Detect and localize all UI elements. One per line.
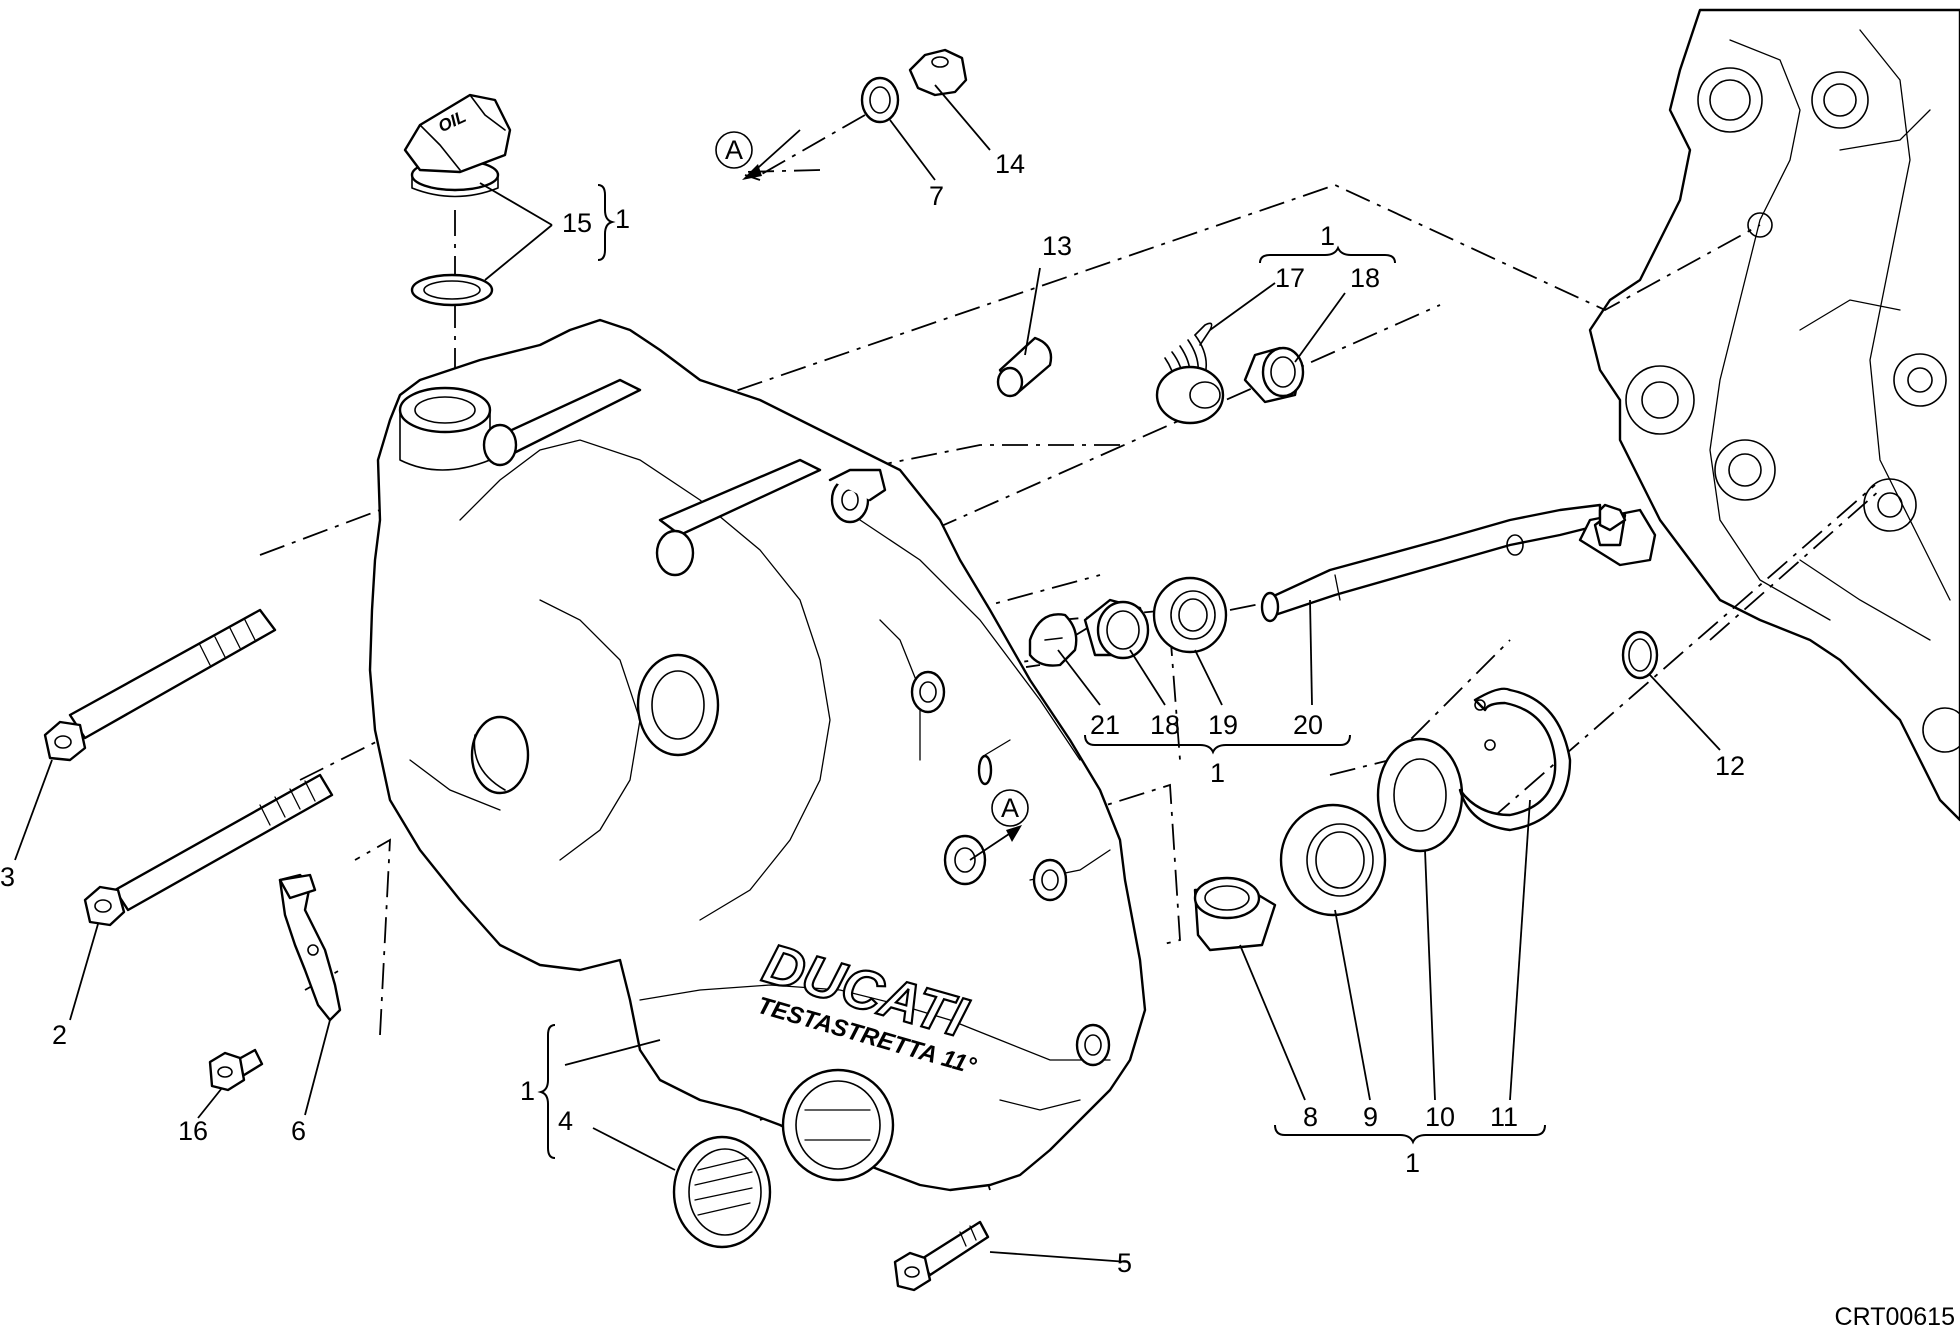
circlip (1458, 687, 1572, 832)
needle-bearing-lower (1083, 598, 1150, 660)
callout-2: 2 (52, 1020, 67, 1050)
callout-14: 14 (995, 149, 1025, 179)
reference-marker-a-top: A (715, 129, 801, 180)
o-ring (1621, 630, 1659, 680)
callout-18-upper: 18 (1350, 263, 1380, 293)
callout-labels: 1 1 1 1 1 2 3 4 5 6 7 8 9 10 11 12 13 14… (0, 149, 1745, 1278)
bolt-long-2 (83, 773, 334, 927)
bolt-short-16 (208, 1048, 264, 1092)
callout-13: 13 (1042, 231, 1072, 261)
bolt-long-3 (43, 608, 277, 762)
reference-marker-a-top-label: A (725, 135, 743, 165)
plug-and-washer (860, 48, 968, 124)
callout-18-lower: 18 (1150, 710, 1180, 740)
callout-11: 11 (1490, 1102, 1518, 1132)
dowel-bushing (996, 336, 1053, 398)
inspection-cap (672, 1135, 772, 1249)
callout-7: 7 (929, 181, 944, 211)
callout-20: 20 (1293, 710, 1323, 740)
clutch-shaft (1260, 503, 1657, 623)
callout-1d: 1 (1405, 1148, 1420, 1178)
callout-3: 3 (0, 862, 15, 892)
callout-1b: 1 (1320, 221, 1335, 251)
callout-1c: 1 (1210, 758, 1225, 788)
callout-9: 9 (1363, 1102, 1378, 1132)
thrust-washer (1376, 737, 1464, 853)
callout-5: 5 (1117, 1248, 1132, 1278)
callout-21: 21 (1090, 710, 1120, 740)
oil-filler-cap: OIL (403, 93, 512, 307)
callout-15: 15 (562, 208, 592, 238)
reference-marker-a-bottom: A (969, 789, 1029, 861)
engine-crankcase (1588, 8, 1960, 822)
callout-19: 19 (1208, 710, 1238, 740)
needle-bearing-upper (1243, 346, 1305, 404)
shaft-seal (1152, 576, 1228, 654)
drawing-code: CRT00615 (1835, 1303, 1955, 1331)
clutch-cover: DUCATI TESTASTRETTA 11° (368, 318, 1147, 1192)
callout-1a: 1 (615, 204, 630, 234)
callout-17: 17 (1275, 263, 1305, 293)
bolt-short-5 (893, 1220, 990, 1292)
cable-bracket (278, 873, 342, 1022)
callout-4: 4 (558, 1106, 573, 1136)
retaining-clip (1028, 613, 1078, 667)
thrust-bushing (1193, 876, 1277, 952)
shaft-seal-large (1279, 803, 1387, 917)
return-spring (1155, 322, 1225, 425)
callout-10: 10 (1425, 1102, 1455, 1132)
callout-16: 16 (178, 1116, 208, 1146)
leader-lines (14, 84, 1721, 1263)
kit-braces (537, 184, 1546, 1159)
reference-marker-a-bottom-label: A (1001, 793, 1019, 823)
callout-8: 8 (1303, 1102, 1318, 1132)
callout-1e: 1 (520, 1076, 535, 1106)
callout-6: 6 (291, 1116, 306, 1146)
callout-12: 12 (1715, 751, 1745, 781)
